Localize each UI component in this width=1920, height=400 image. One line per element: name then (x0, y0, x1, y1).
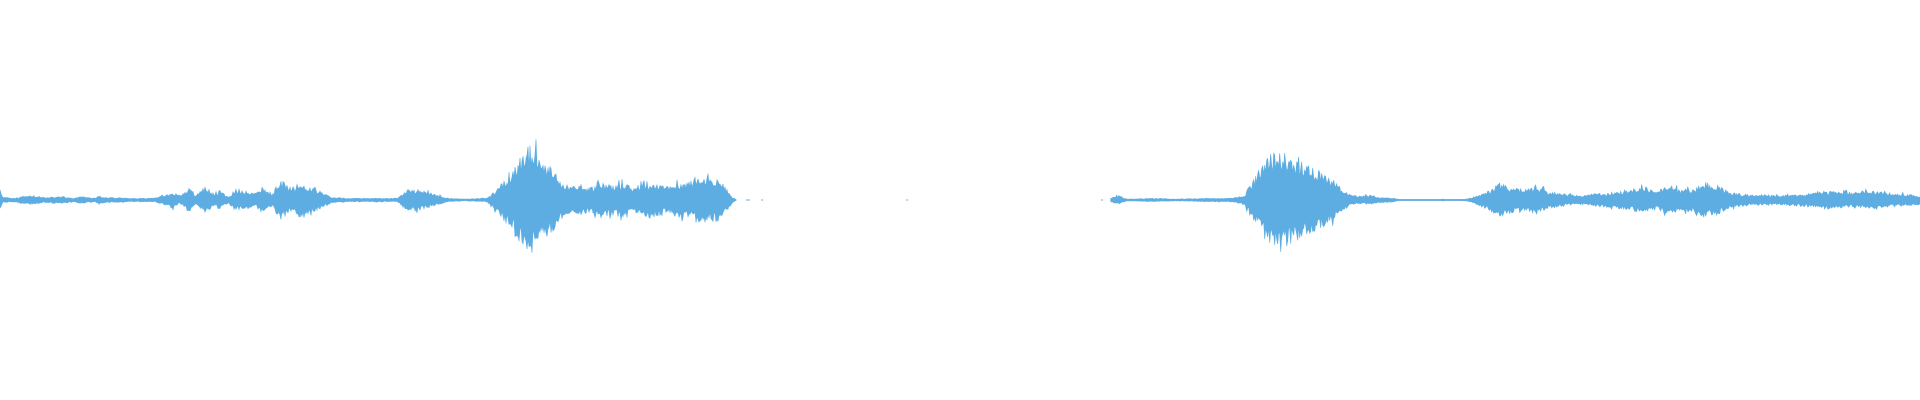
waveform-clip-2 (1110, 152, 1920, 252)
waveform-bars (0, 139, 1920, 253)
waveform-clip-1 (0, 139, 737, 253)
